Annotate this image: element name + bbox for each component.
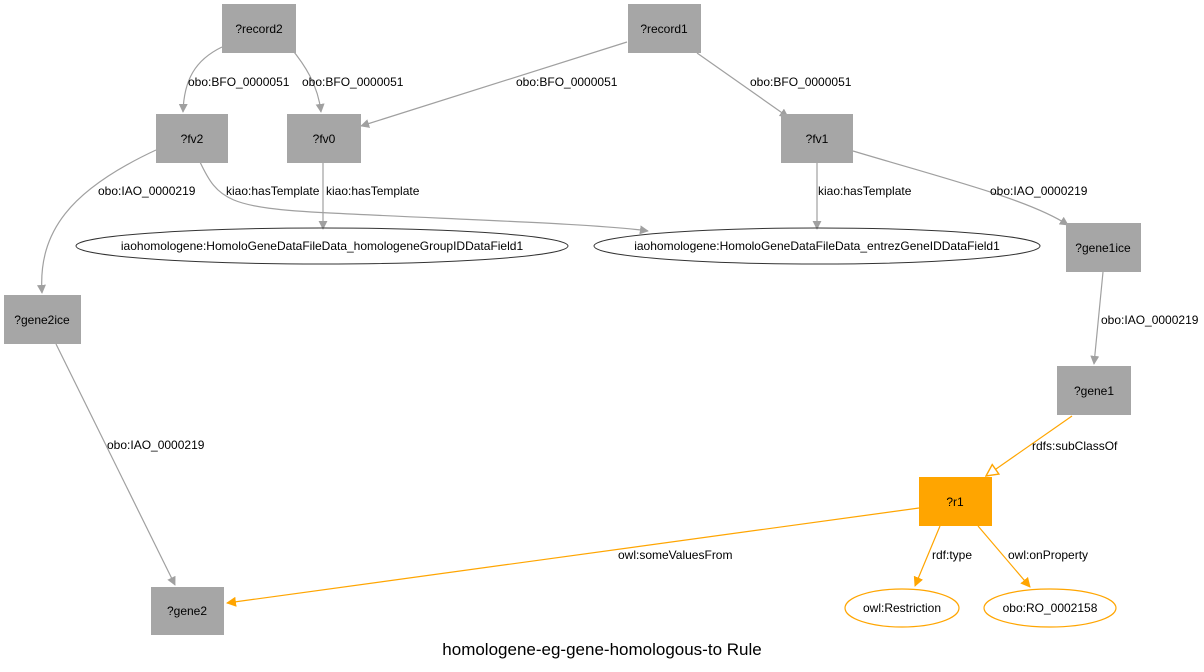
edge-label-fv2-gene2ice: obo:IAO_0000219 (98, 184, 196, 198)
node-group-field[interactable]: iaohomologene:HomoloGeneDataFileData_hom… (75, 227, 569, 265)
edge-record2-fv2 (178, 46, 223, 113)
edge-r1-gene2 (226, 507, 920, 607)
edges: obo:BFO_0000051 obo:BFO_0000051 obo:BFO_… (36, 41, 1199, 607)
node-fv0-label: ?fv0 (313, 132, 336, 146)
edge-label-record2-fv0: obo:BFO_0000051 (302, 75, 404, 89)
node-entrez-field-label: iaohomologene:HomoloGeneDataFileData_ent… (634, 239, 1000, 253)
edge-label-gene1ice-gene1: obo:IAO_0000219 (1101, 313, 1199, 327)
node-ro[interactable]: obo:RO_0002158 (983, 588, 1117, 628)
node-fv1[interactable]: ?fv1 (781, 114, 853, 163)
node-gene1ice[interactable]: ?gene1ice (1066, 223, 1141, 272)
edge-record1-fv1 (696, 52, 789, 118)
node-record2[interactable]: ?record2 (222, 4, 296, 53)
edge-label-gene2ice-gene2: obo:IAO_0000219 (107, 438, 205, 452)
diagram-title: homologene-eg-gene-homologous-to Rule (442, 640, 761, 659)
node-fv2-label: ?fv2 (181, 132, 204, 146)
edge-record1-fv0 (360, 41, 628, 128)
node-gene1ice-label: ?gene1ice (1075, 241, 1131, 255)
edge-label-record1-fv1: obo:BFO_0000051 (750, 75, 852, 89)
node-fv2[interactable]: ?fv2 (156, 114, 228, 163)
node-restriction-label: owl:Restriction (863, 601, 941, 615)
node-r1[interactable]: ?r1 (919, 477, 992, 526)
node-fv1-label: ?fv1 (806, 132, 829, 146)
edge-label-fv2-entrez: kiao:hasTemplate (226, 184, 320, 198)
node-gene2ice[interactable]: ?gene2ice (4, 295, 81, 344)
edge-fv2-gene2ice (36, 149, 157, 294)
node-record1-label: ?record1 (640, 22, 688, 36)
node-restriction[interactable]: owl:Restriction (844, 588, 960, 628)
edge-label-r1-ro: owl:onProperty (1008, 548, 1088, 562)
node-gene2ice-label: ?gene2ice (14, 313, 70, 327)
edge-label-gene1-r1: rdfs:subClassOf (1032, 439, 1118, 453)
node-gene2-label: ?gene2 (167, 604, 207, 618)
edge-r1-restriction (913, 525, 941, 587)
node-r1-label: ?r1 (946, 495, 964, 509)
node-gene1[interactable]: ?gene1 (1057, 366, 1131, 415)
node-record1[interactable]: ?record1 (628, 4, 701, 53)
node-fv0[interactable]: ?fv0 (287, 114, 361, 163)
nodes: ?record2 ?record1 ?fv2 ?fv0 ?fv1 iaohomo… (4, 4, 1141, 635)
edge-label-fv1-gene1ice: obo:IAO_0000219 (990, 184, 1088, 198)
edge-label-r1-gene2: owl:someValuesFrom (618, 548, 732, 562)
edge-label-fv1-entrez: kiao:hasTemplate (818, 184, 912, 198)
node-record2-label: ?record2 (235, 22, 283, 36)
edge-label-record1-fv0: obo:BFO_0000051 (516, 75, 618, 89)
edge-fv2-entrez (199, 161, 649, 235)
edge-fv1-gene1ice (852, 150, 1069, 226)
edge-gene1ice-gene1 (1090, 271, 1104, 365)
edge-gene2ice-gene2 (55, 343, 176, 586)
edge-gene1-r1 (986, 415, 1073, 476)
edge-label-fv0-group: kiao:hasTemplate (326, 184, 420, 198)
node-gene1-label: ?gene1 (1074, 384, 1114, 398)
edge-label-record2-fv2: obo:BFO_0000051 (188, 75, 290, 89)
node-group-field-label: iaohomologene:HomoloGeneDataFileData_hom… (121, 239, 524, 253)
node-entrez-field[interactable]: iaohomologene:HomoloGeneDataFileData_ent… (593, 227, 1041, 265)
node-ro-label: obo:RO_0002158 (1003, 601, 1098, 615)
node-gene2[interactable]: ?gene2 (151, 587, 224, 635)
edge-label-r1-restriction: rdf:type (932, 548, 972, 562)
edge-r1-ro (977, 525, 1031, 588)
